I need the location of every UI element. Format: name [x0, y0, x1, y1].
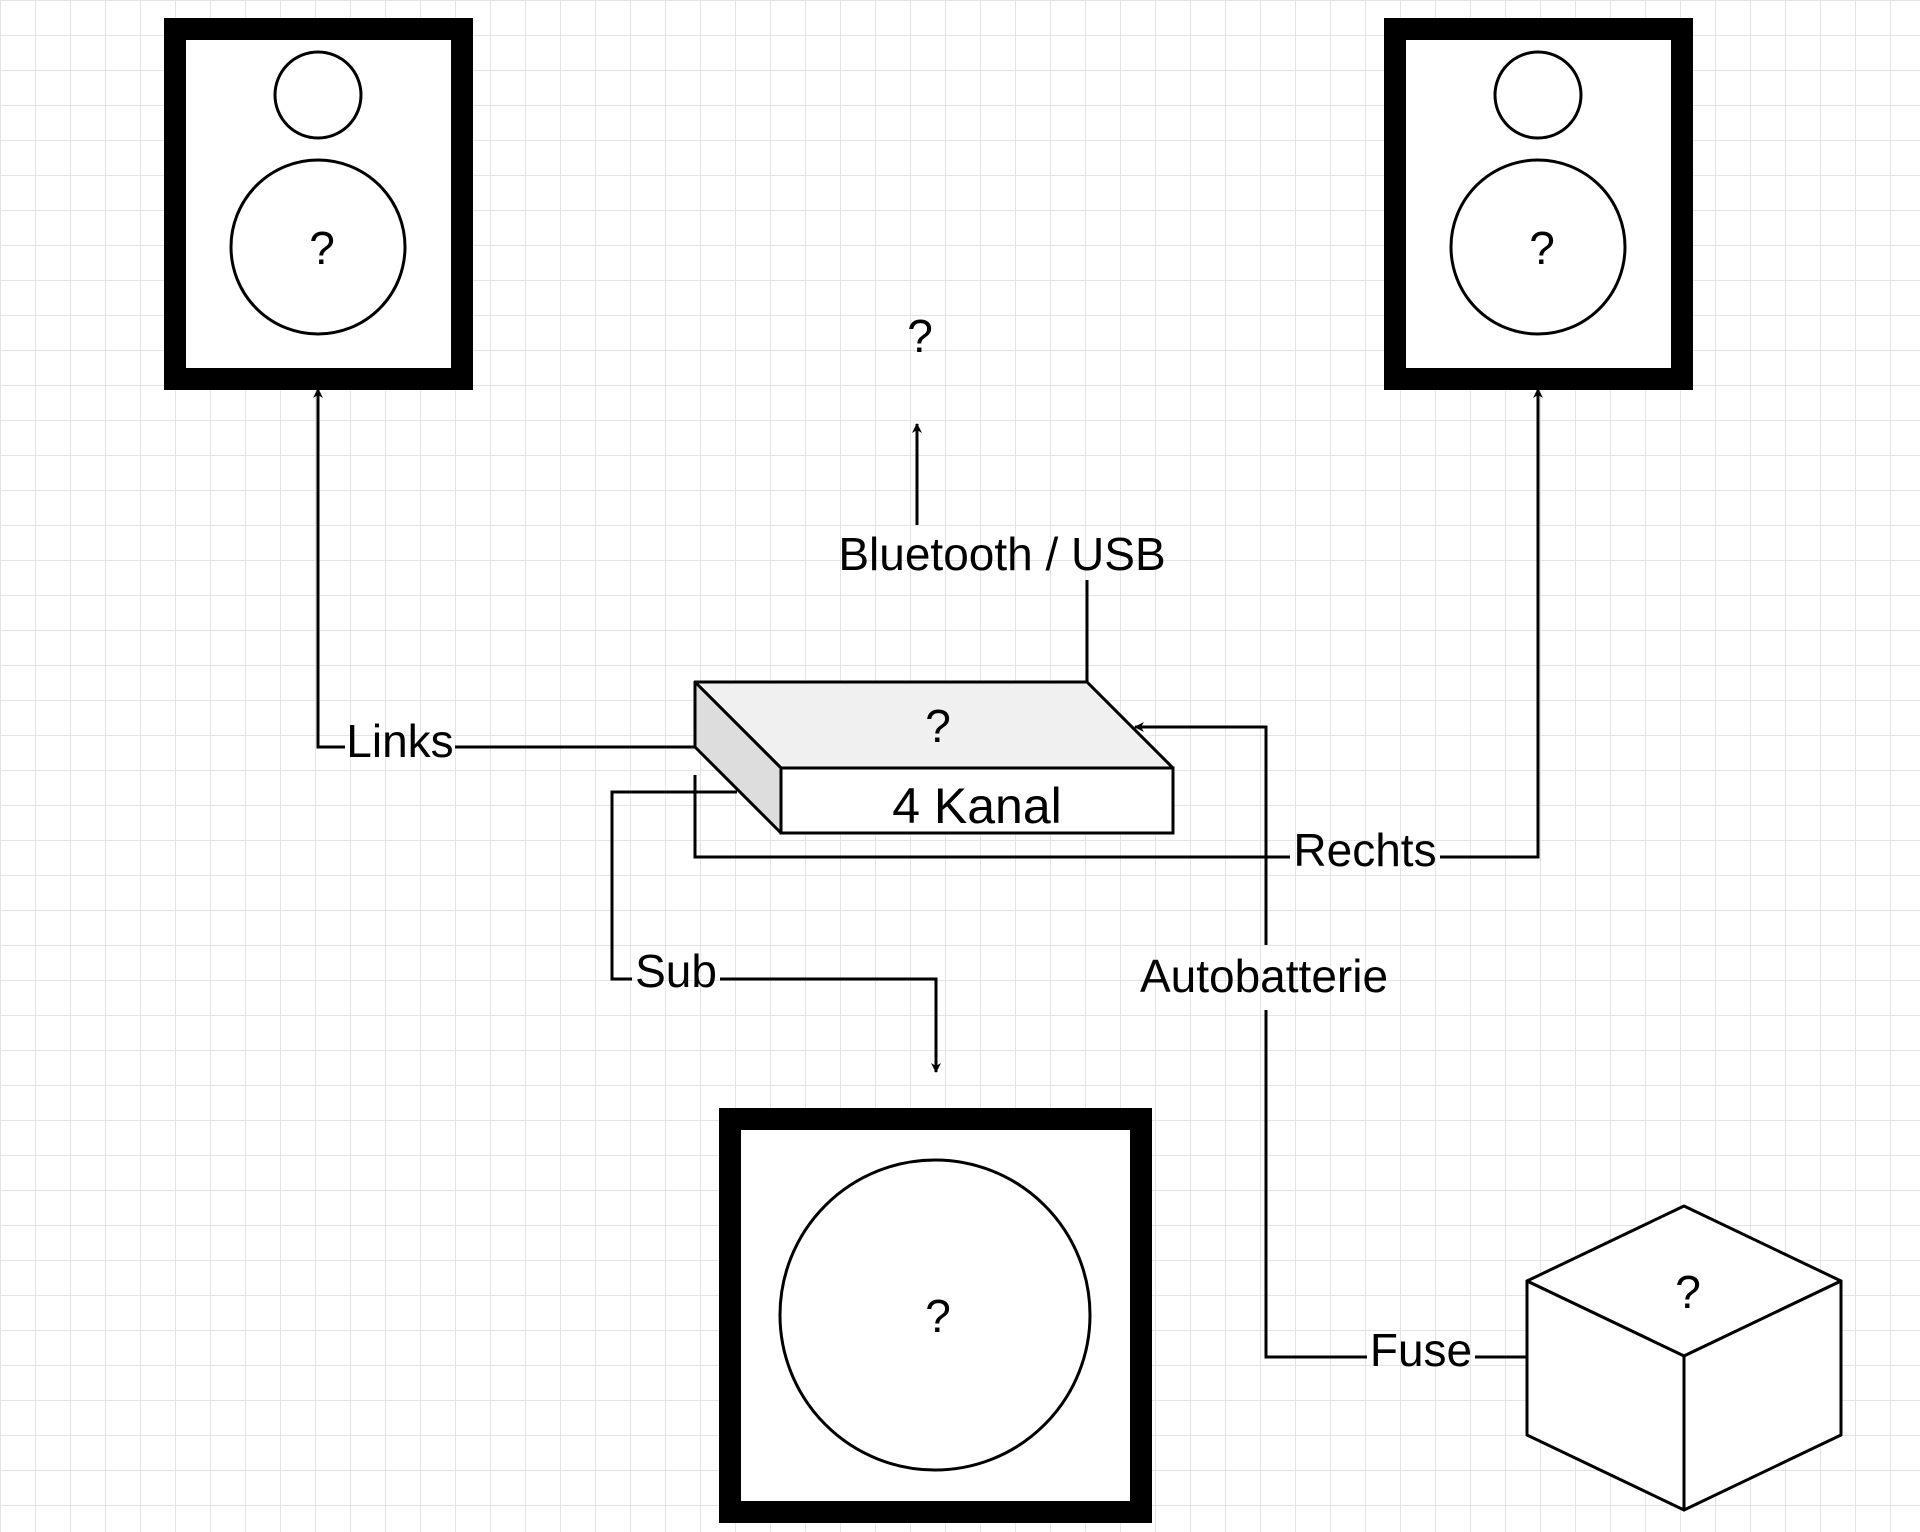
amplifier[interactable]: ? 4 Kanal [693, 680, 1175, 835]
edge-rechts[interactable] [693, 389, 1538, 859]
speaker-left-woofer [229, 158, 407, 336]
edge-label-links: Links [346, 715, 453, 767]
speaker-right-woofer [1449, 158, 1627, 336]
edge-autobatterie[interactable] [1135, 727, 1527, 1359]
speaker-right-tweeter [1493, 50, 1583, 140]
edge-label-bluetooth-usb: Bluetooth / USB [838, 528, 1165, 580]
amplifier-front-label: 4 Kanal [892, 778, 1062, 834]
speaker-left[interactable]: ? [164, 18, 473, 390]
subwoofer[interactable]: ? [719, 1108, 1152, 1523]
battery-right-face [1682, 1279, 1843, 1512]
speaker-left-tweeter [273, 50, 363, 140]
edge-bluetooth-usb[interactable] [917, 424, 1089, 682]
edge-links[interactable] [318, 389, 695, 749]
speaker-right-label: ? [1529, 222, 1555, 274]
edge-label-autobatterie: Autobatterie [1140, 950, 1388, 1002]
battery[interactable]: ? [1525, 1204, 1843, 1512]
source-label[interactable]: ? [907, 310, 933, 362]
amplifier-front-face [779, 766, 1175, 835]
speaker-left-label: ? [309, 222, 335, 274]
battery-label: ? [1675, 1266, 1701, 1318]
subwoofer-cone [778, 1158, 1092, 1472]
amplifier-top-label: ? [925, 700, 951, 752]
edge-label-sub: Sub [635, 945, 717, 997]
edge-sub[interactable] [610, 790, 936, 1072]
edge-label-rechts: Rechts [1293, 824, 1436, 876]
edge-label-fuse: Fuse [1370, 1324, 1472, 1376]
subwoofer-label: ? [925, 1290, 951, 1342]
speaker-right[interactable]: ? [1384, 18, 1693, 390]
